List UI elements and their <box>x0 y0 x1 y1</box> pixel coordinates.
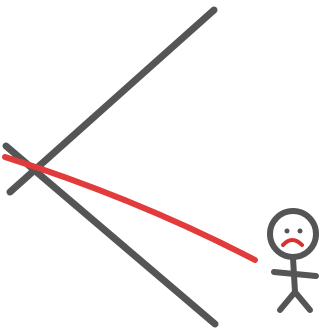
figure-head <box>270 211 316 257</box>
figure-right-leg <box>295 292 310 310</box>
red-ray <box>5 157 255 260</box>
figure-arms <box>274 272 316 276</box>
stick-figure <box>270 211 316 310</box>
left-eye <box>285 229 290 234</box>
right-eye <box>298 229 303 234</box>
lower-line <box>6 146 215 324</box>
upper-line <box>10 10 214 192</box>
figure-left-leg <box>280 292 295 310</box>
